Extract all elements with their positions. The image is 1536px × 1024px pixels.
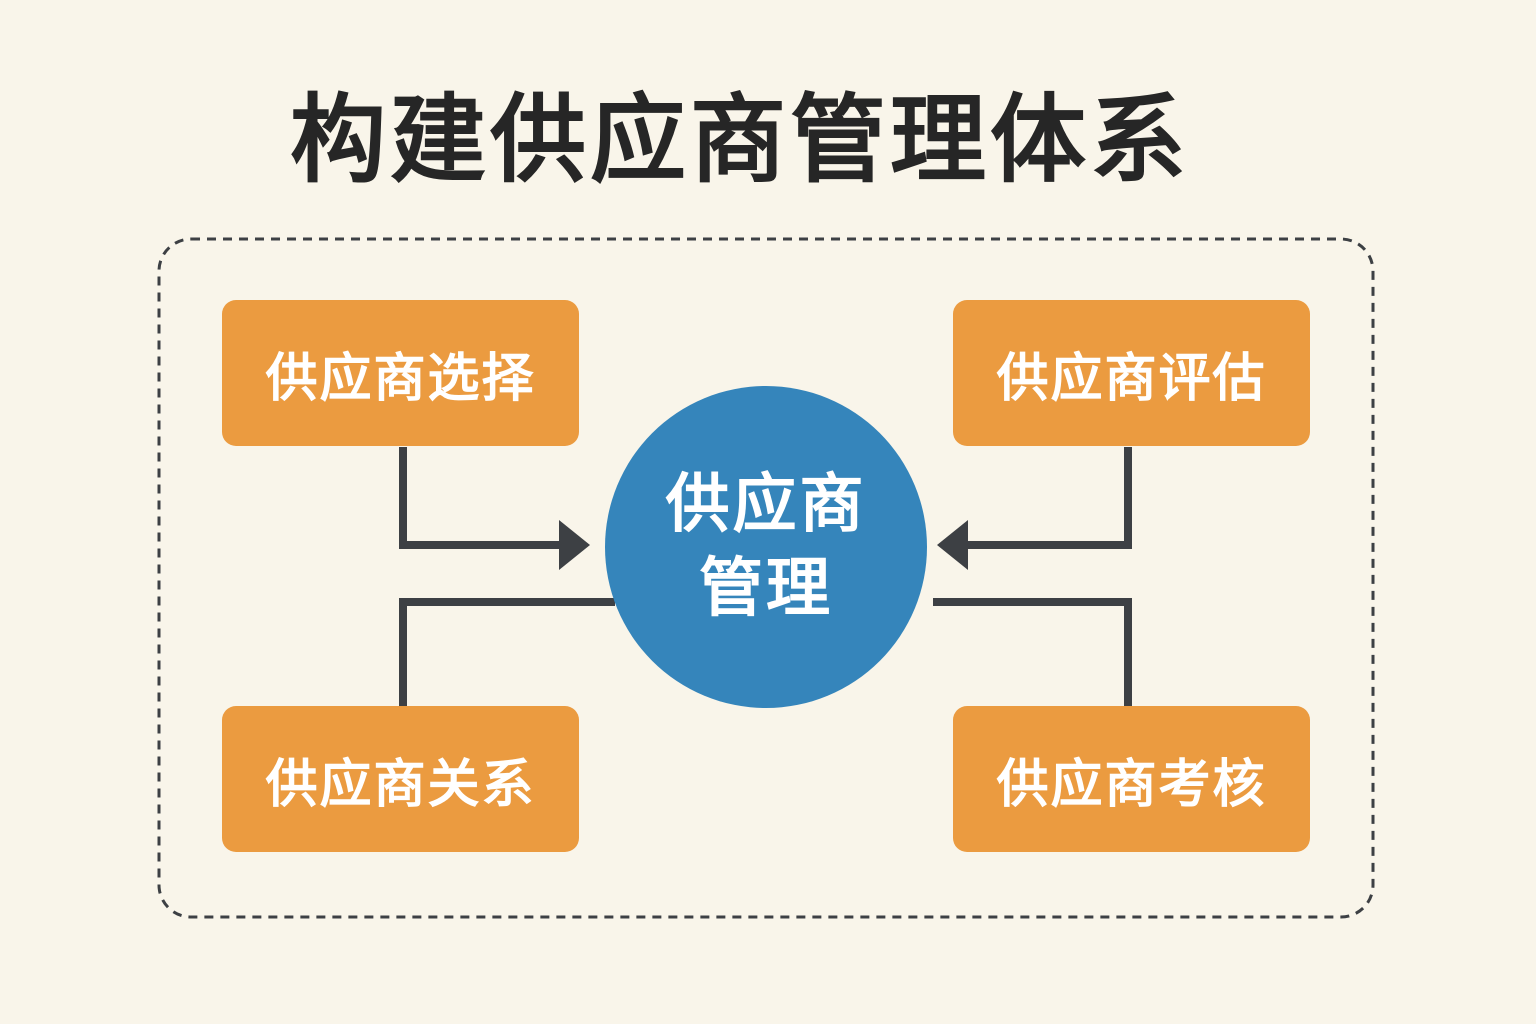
arrow-right-icon	[559, 520, 590, 570]
box-supplier-relationship: 供应商关系	[222, 706, 579, 852]
connector-top-right	[966, 447, 1132, 549]
box-supplier-evaluation: 供应商评估	[953, 300, 1310, 446]
diagram-title: 构建供应商管理体系	[290, 84, 1190, 196]
center-line-2: 管理	[699, 552, 833, 626]
center-line-1: 供应商	[665, 468, 867, 542]
box-supplier-selection: 供应商选择	[222, 300, 579, 446]
connector-bottom-left	[399, 598, 615, 706]
connector-top-left	[399, 447, 562, 549]
connector-bottom-right	[933, 598, 1132, 706]
center-node: 供应商 管理	[605, 386, 927, 708]
dashed-frame	[157, 237, 1375, 919]
arrow-left-icon	[937, 520, 968, 570]
box-supplier-assessment: 供应商考核	[953, 706, 1310, 852]
